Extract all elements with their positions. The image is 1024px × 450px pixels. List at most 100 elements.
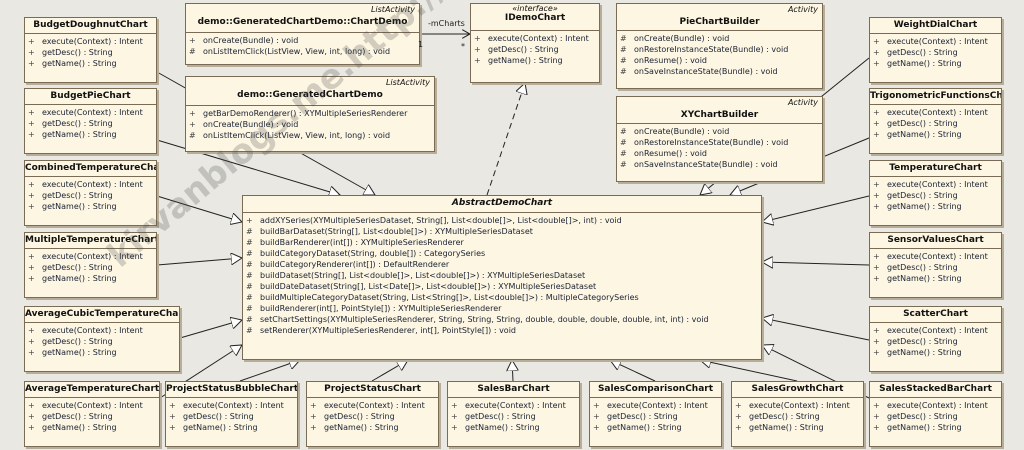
class-name: SalesGrowthChart	[751, 384, 844, 394]
class-sales-bar[interactable]: SalesBarChart+execute(Context) : Intent+…	[447, 381, 580, 447]
operation-signature: execute(Context) : Intent	[42, 37, 143, 46]
operation: #onListItemClick(ListView, View, int, lo…	[189, 130, 431, 141]
visibility-marker: +	[310, 423, 317, 432]
operation: +getName() : String	[28, 422, 156, 433]
operation: +execute(Context) : Intent	[28, 400, 156, 411]
operation: #buildBarDataset(String[], List<double[]…	[246, 226, 758, 237]
visibility-marker: +	[873, 37, 880, 46]
class-avg-cubic-temp[interactable]: AverageCubicTemperatureChart+execute(Con…	[24, 306, 180, 372]
visibility-marker: +	[28, 423, 35, 432]
visibility-marker: #	[189, 47, 196, 56]
operation-signature: getName() : String	[887, 130, 962, 139]
class-header: SalesComparisonChart	[590, 382, 721, 398]
class-header: TrigonometricFunctionsChart	[870, 89, 1001, 105]
class-temperature[interactable]: TemperatureChart+execute(Context) : Inte…	[869, 160, 1002, 226]
class-abstract-demo[interactable]: AbstractDemoChart+addXYSeries(XYMultiple…	[242, 195, 762, 360]
operation-signature: execute(Context) : Intent	[324, 401, 425, 410]
generalization-arrow	[762, 318, 870, 341]
operation-signature: getName() : String	[465, 423, 540, 432]
operation-signature: getName() : String	[887, 423, 962, 432]
class-name: SalesStackedBarChart	[879, 384, 992, 394]
class-weight-dial[interactable]: WeightDialChart+execute(Context) : Inten…	[869, 17, 1002, 83]
visibility-marker: #	[246, 238, 253, 247]
generalization-arrow	[371, 360, 408, 382]
class-proj-bubble[interactable]: ProjectStatusBubbleChart+execute(Context…	[165, 381, 298, 447]
class-combined-temp[interactable]: CombinedTemperatureChart+execute(Context…	[24, 160, 157, 226]
operation-signature: execute(Context) : Intent	[42, 252, 143, 261]
operation: + getName() : String	[28, 58, 153, 69]
operation: #onSaveInstanceState(Bundle) : void	[620, 66, 819, 77]
association-mult-target: *	[461, 42, 465, 51]
visibility-marker: +	[873, 274, 880, 283]
operation-signature: getName() : String	[324, 423, 399, 432]
operation-signature: execute(Context) : Intent	[42, 180, 143, 189]
class-name: SensorValuesChart	[887, 235, 984, 245]
class-sales-stacked[interactable]: SalesStackedBarChart+execute(Context) : …	[869, 381, 1002, 447]
operation-signature: getName() : String	[42, 59, 117, 68]
class-name: AverageCubicTemperatureChart	[25, 309, 180, 319]
operation-signature: buildRenderer(int[], PointStyle[]) : XYM…	[260, 304, 502, 313]
operation-list: +execute(Context) : Intent+getDesc() : S…	[25, 177, 156, 214]
operation-list: +getBarDemoRenderer() : XYMultipleSeries…	[186, 106, 434, 143]
class-name: XYChartBuilder	[680, 110, 759, 120]
visibility-marker: #	[620, 45, 627, 54]
class-i-demo-chart[interactable]: «interface»IDemoChart+execute(Context) :…	[470, 3, 600, 83]
class-proj-status[interactable]: ProjectStatusChart + execute(Context) : In…	[306, 381, 439, 447]
visibility-marker: +	[28, 59, 35, 68]
operation-signature: execute(Context) : Intent	[488, 34, 589, 43]
class-header: MultipleTemperatureChart	[25, 233, 156, 249]
operation: +getDesc() : String	[474, 44, 596, 55]
class-header: AverageCubicTemperatureChart	[25, 307, 179, 323]
class-name: demo::GeneratedChartDemo	[237, 90, 383, 100]
class-name: ProjectStatusChart	[324, 384, 421, 394]
operation: +getDesc() : String	[28, 190, 153, 201]
visibility-marker: +	[593, 401, 600, 410]
operation-list: +execute(Context) : Intent+getDesc() : S…	[25, 105, 156, 142]
class-budget-doughnut[interactable]: BudgetDoughnutChart+execute(Context) : I…	[24, 17, 157, 83]
operation: +getName() : String	[735, 422, 860, 433]
visibility-marker: +	[873, 108, 880, 117]
operation-list: +execute(Context) : Intent+getDesc() : S…	[25, 34, 156, 71]
operation-list: +execute(Context) : Intent+getDesc() : S…	[870, 34, 1001, 71]
realization-arrow	[486, 83, 525, 196]
class-scatter[interactable]: ScatterChart+execute(Context) : Intent+g…	[869, 306, 1002, 372]
class-sales-comp[interactable]: SalesComparisonChart+execute(Context) : …	[589, 381, 722, 447]
operation-signature: execute(Context) : Intent	[42, 401, 143, 410]
class-trig[interactable]: TrigonometricFunctionsChart+execute(Cont…	[869, 88, 1002, 154]
operation: #onResume() : void	[620, 55, 819, 66]
class-avg-temp[interactable]: AverageTemperatureChart+execute(Context)…	[24, 381, 160, 447]
visibility-marker: +	[593, 423, 600, 432]
operation: +getDesc() : String	[873, 262, 998, 273]
operation: +getDesc() : String	[169, 411, 294, 422]
class-header: AbstractDemoChart	[243, 196, 761, 213]
generalization-arrow	[610, 360, 656, 382]
class-name: IDemoChart	[504, 13, 566, 23]
operation-signature: getName() : String	[42, 130, 117, 139]
class-sales-growth[interactable]: SalesGrowthChart+execute(Context) : Inte…	[731, 381, 864, 447]
class-header: SensorValuesChart	[870, 233, 1001, 249]
class-name: ProjectStatusBubbleChart	[166, 384, 298, 394]
class-budget-pie[interactable]: BudgetPieChart+execute(Context) : Intent…	[24, 88, 157, 154]
class-sensor[interactable]: SensorValuesChart+execute(Context) : Int…	[869, 232, 1002, 298]
operation-list: #onCreate(Bundle) : void#onRestoreInstan…	[617, 31, 822, 79]
operation: +getName() : String	[873, 129, 998, 140]
operation-signature: execute(Context) : Intent	[887, 180, 988, 189]
operation: +getDesc() : String	[873, 411, 998, 422]
visibility-marker: +	[310, 412, 317, 421]
operation-signature: getDesc() : String	[183, 412, 254, 421]
operation: #onRestoreInstanceState(Bundle) : void	[620, 137, 819, 148]
class-header: AverageTemperatureChart	[25, 382, 159, 398]
operation: +getName() : String	[169, 422, 294, 433]
visibility-marker: +	[735, 412, 742, 421]
visibility-marker: +	[451, 412, 458, 421]
class-multiple-temp[interactable]: MultipleTemperatureChart+execute(Context…	[24, 232, 157, 298]
generalization-arrow	[762, 195, 870, 222]
operation: +getName() : String	[593, 422, 718, 433]
class-header: CombinedTemperatureChart	[25, 161, 156, 177]
